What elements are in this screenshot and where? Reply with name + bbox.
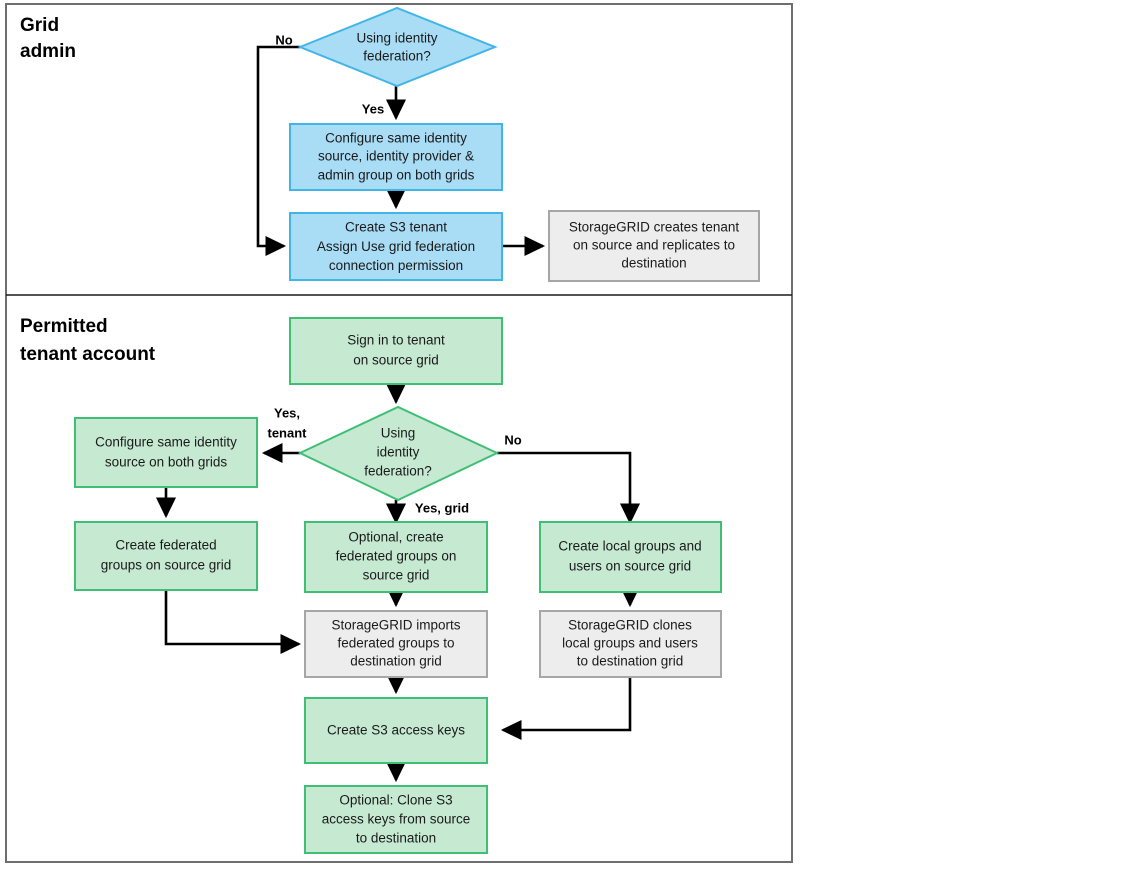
edge-label-admin-yes: Yes (362, 101, 384, 116)
node-clone-access-keys-line3: to destination (356, 831, 436, 846)
node-decision-admin-line1: Using identity (356, 31, 437, 46)
node-clone-access-keys (304, 785, 488, 854)
node-storagegrid-imports-line3: destination grid (350, 654, 442, 669)
node-create-s3-tenant-line1: Create S3 tenant (345, 220, 447, 235)
node-decision-tenant-identity-federation (297, 405, 500, 502)
node-storagegrid-clones-line2: local groups and users (562, 636, 698, 651)
node-storagegrid-imports (304, 610, 488, 678)
connector-admin-no (256, 45, 300, 257)
node-storagegrid-imports-line2: federated groups to (337, 636, 454, 651)
node-decision-tenant-line2: identity (377, 445, 420, 460)
node-decision-tenant-line3: federation? (364, 464, 432, 479)
node-sign-in-tenant (289, 317, 503, 385)
node-storagegrid-creates-tenant-line3: destination (621, 256, 686, 271)
node-decision-tenant-line1: Using (381, 426, 416, 441)
node-create-s3-tenant-line2-pre: Assign (317, 239, 361, 254)
node-optional-federated-groups-line3: source grid (363, 568, 430, 583)
diagram-outer-frame (5, 3, 793, 863)
edge-label-admin-no: No (275, 32, 292, 47)
node-create-local-groups (539, 521, 722, 593)
swimlane-title-tenant-line1: Permitted (20, 316, 108, 337)
node-optional-federated-groups-line1: Optional, create (348, 530, 443, 545)
node-create-access-keys-line1: Create S3 access keys (327, 723, 465, 738)
node-storagegrid-creates-tenant-line1: StorageGRID creates tenant (569, 220, 740, 235)
node-configure-identity-admin-line1: Configure same identity (325, 131, 467, 146)
node-optional-federated-groups (304, 521, 488, 593)
node-sign-in-tenant-line1: Sign in to tenant (347, 333, 445, 348)
node-storagegrid-clones-line3: to destination grid (577, 654, 684, 669)
swimlane-title-tenant-line2: tenant account (20, 344, 156, 365)
node-create-s3-tenant (289, 212, 503, 281)
node-storagegrid-clones-line1: StorageGRID clones (568, 618, 692, 633)
node-configure-identity-tenant-line1: Configure same identity (95, 435, 237, 450)
node-sign-in-tenant-line2: on source grid (353, 353, 439, 368)
edge-label-tenant-no: No (504, 432, 521, 447)
connector-create-federated-to-imports (164, 590, 302, 655)
node-storagegrid-clones (539, 610, 722, 678)
swimlane-title-grid-admin-line1: Grid (20, 15, 59, 36)
edge-label-tenant-yes-line2: tenant (268, 425, 308, 440)
node-storagegrid-creates-tenant (548, 210, 760, 282)
swimlane-title-grid-admin-line2: admin (20, 41, 76, 62)
node-configure-identity-tenant (74, 417, 258, 488)
node-storagegrid-creates-tenant-line2: on source and replicates to (573, 238, 735, 253)
connector-tenant-no (497, 451, 641, 525)
connector-clones-to-access-keys (500, 677, 632, 741)
node-create-local-groups-line2: users on source grid (569, 559, 691, 574)
node-create-federated-groups-line1: Create federated (115, 538, 216, 553)
node-create-s3-tenant-line2: Assign Use grid federation (317, 239, 475, 254)
node-optional-federated-groups-line2: federated groups on (336, 549, 457, 564)
node-configure-identity-admin-line2: source, identity provider & (318, 149, 474, 164)
node-decision-admin-identity-federation (297, 6, 498, 88)
node-configure-identity-admin-line3: admin group on both grids (318, 168, 475, 183)
node-clone-access-keys-line2: access keys from source (322, 812, 471, 827)
node-configure-identity-tenant-line2: source on both grids (105, 455, 228, 470)
node-create-s3-tenant-line2-bold: Use grid federation (361, 239, 475, 254)
node-create-s3-tenant-line3-post: permission (394, 258, 463, 273)
edge-label-tenant-yes-grid: Yes, grid (415, 500, 469, 515)
node-create-local-groups-line1: Create local groups and (558, 539, 701, 554)
node-storagegrid-imports-line1: StorageGRID imports (331, 618, 460, 633)
node-create-federated-groups-line2: groups on source grid (101, 558, 232, 573)
node-create-s3-tenant-line3-bold: connection (329, 258, 394, 273)
node-create-access-keys (304, 697, 488, 764)
node-create-s3-tenant-line3: connection permission (329, 258, 463, 273)
node-create-federated-groups (74, 521, 258, 591)
node-decision-admin-line2: federation? (363, 49, 431, 64)
edge-label-tenant-yes-line1: Yes, (274, 405, 300, 420)
node-configure-identity-admin (289, 123, 503, 191)
node-clone-access-keys-line1: Optional: Clone S3 (339, 793, 452, 808)
